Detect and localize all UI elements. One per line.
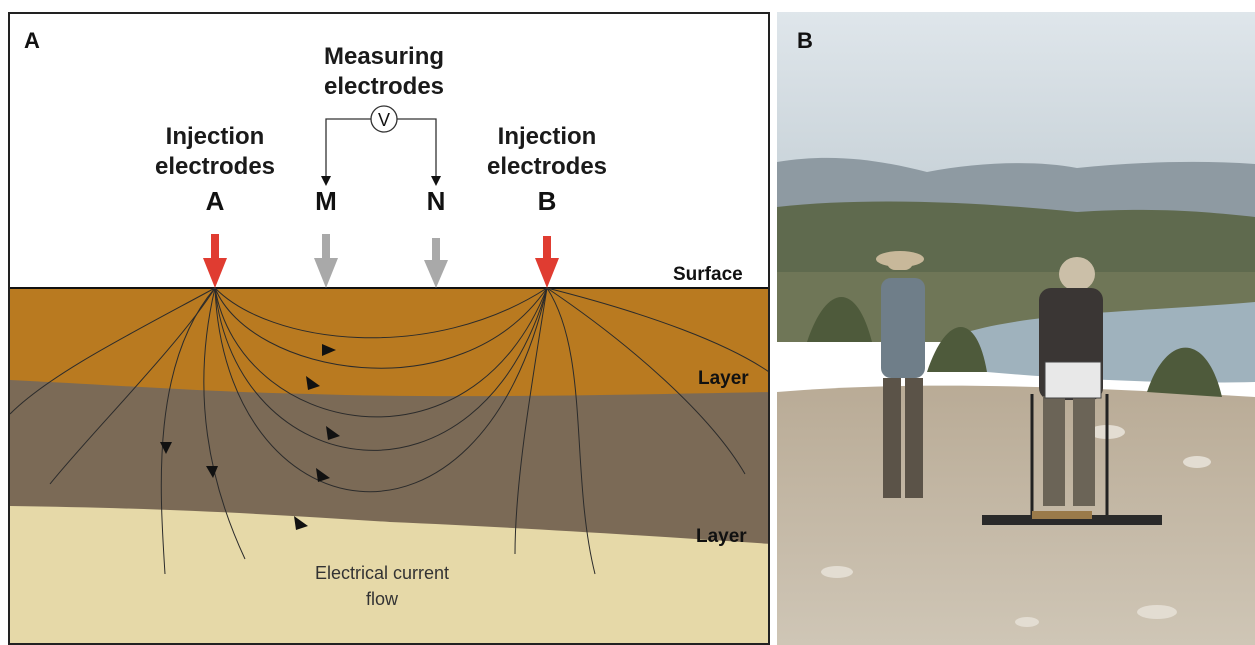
wire-arrow-m [321,176,331,186]
wire-arrow-n [431,176,441,186]
panel-b-label: B [797,28,813,53]
injection-electrodes-right-title: Injection electrodes [486,123,608,180]
photo-person-left [876,251,925,498]
layer-label-lower: Layer [696,526,747,547]
voltmeter-symbol: V [378,110,390,130]
injection-arrow-b [535,236,559,288]
photo-sky [777,12,1255,182]
measuring-arrow-m [314,234,338,288]
flow-direction-arrows [160,344,340,530]
voltmeter-circuit [325,118,437,178]
diagram-panel-a: V A Measuring electrodes Injection elect… [8,12,770,645]
surface-label: Surface [673,264,743,285]
field-photo-panel-b: B [777,12,1255,645]
electrode-label-n: N [426,186,446,216]
measuring-electrodes-title: Measuring electrodes [323,43,445,100]
injection-electrodes-left-title: Injection electrodes [154,123,276,180]
electrode-label-m: M [315,186,337,216]
photo-resistivity-meter [982,361,1162,525]
electrode-label-b: B [537,186,557,216]
layer-label-upper: Layer [698,368,749,389]
photo-bushes [807,297,1222,397]
panel-a-label: A [24,28,40,53]
current-flow-lines [10,287,768,575]
electrode-label-a: A [205,186,225,216]
voltmeter-icon [370,105,398,133]
resistivity-diagram: V [10,105,768,643]
injection-arrow-a [203,234,227,288]
electrical-current-flow-label: Electrical current flow [314,563,450,609]
field-photo [777,12,1255,645]
layer-bottom [10,506,768,643]
measuring-arrow-n [424,238,448,288]
